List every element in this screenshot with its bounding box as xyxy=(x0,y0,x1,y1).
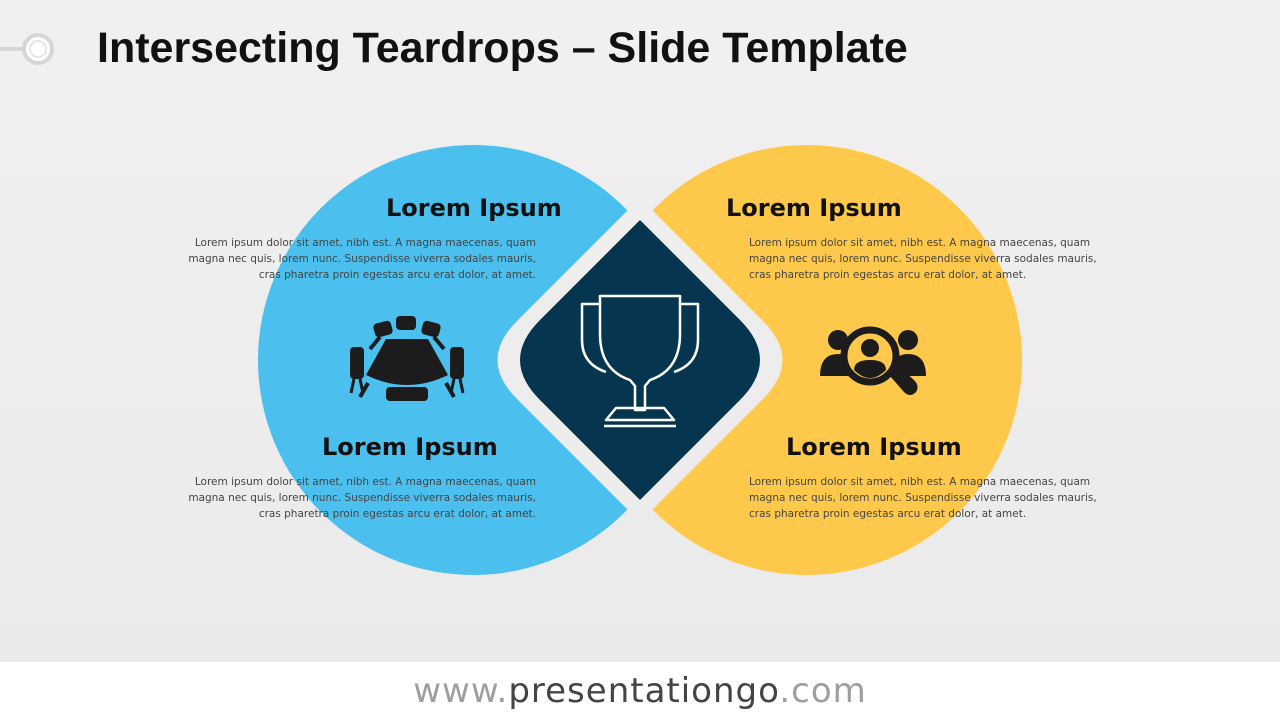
footer-url-suffix: .com xyxy=(779,671,867,711)
panel-body-bottom-left: Lorem ipsum dolor sit amet, nibh est. A … xyxy=(188,476,536,520)
trophy-icon xyxy=(580,294,700,428)
slide-title: Intersecting Teardrops – Slide Template xyxy=(97,24,908,72)
footer-url-prefix: www. xyxy=(413,671,509,711)
center-diamond xyxy=(520,220,760,500)
panel-body-top-left: Lorem ipsum dolor sit amet, nibh est. A … xyxy=(188,237,536,281)
panel-heading-top-right: Lorem Ipsum xyxy=(726,194,902,222)
panel-heading-bottom-right: Lorem Ipsum xyxy=(786,433,962,461)
footer-url[interactable]: www.presentationgo.com xyxy=(0,662,1280,720)
left-teardrop xyxy=(257,145,628,576)
panel-heading-bottom-left: Lorem Ipsum xyxy=(322,433,498,461)
people-search-icon xyxy=(820,326,926,395)
panel-body-bottom-right: Lorem ipsum dolor sit amet, nibh est. A … xyxy=(749,476,1097,520)
conference-table-icon xyxy=(349,316,465,401)
footer-url-domain: presentationgo xyxy=(508,671,780,711)
title-marker xyxy=(0,33,54,65)
panel-heading-top-left: Lorem Ipsum xyxy=(386,194,562,222)
panel-body-top-right: Lorem ipsum dolor sit amet, nibh est. A … xyxy=(749,237,1097,281)
